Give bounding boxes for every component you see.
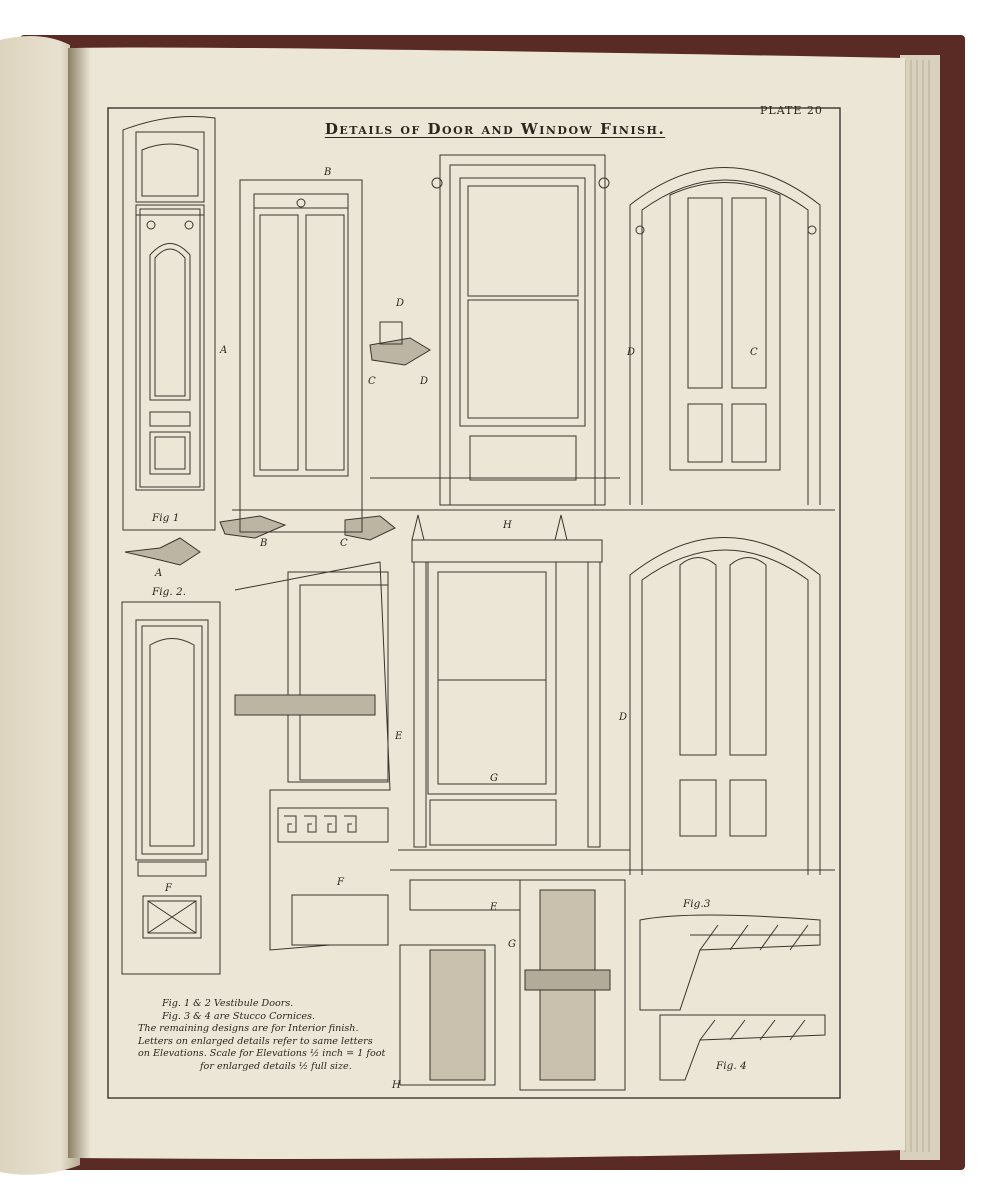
fig2-label: Fig. 2. [152, 586, 187, 598]
door-elevation-top-center [239, 154, 620, 533]
note-line: Letters on enlarged details refer to sam… [138, 1035, 373, 1047]
letter-d-arched: D [627, 347, 636, 358]
gutter-shadow [68, 48, 90, 1158]
fig1-label: Fig 1 [152, 512, 180, 524]
plate-title: Details of Door and Window Finish. [324, 120, 666, 138]
fig4-label: Fig. 4 [716, 1060, 747, 1072]
letter-c-door: C [368, 376, 376, 387]
enlarged-cornice-detail [234, 561, 391, 951]
letter-e-window: E [395, 731, 403, 742]
letter-c-section: C [340, 538, 348, 549]
plate-border [107, 107, 841, 1099]
letter-f-detail: F [337, 877, 344, 888]
letter-f-door: F [165, 883, 172, 894]
plate-notes: Fig. 1 & 2 Vestibule Doors. Fig. 3 & 4 a… [138, 998, 388, 1074]
letter-a-door: A [220, 345, 228, 356]
letter-h-window: H [503, 520, 512, 531]
page-edges [900, 55, 940, 1160]
letter-d-section: D [396, 298, 405, 309]
letter-d-arched-2: D [619, 712, 628, 723]
window-elevation [398, 514, 630, 851]
fig3-label: Fig.3 [683, 898, 711, 910]
letter-g-detail: G [508, 939, 516, 950]
note-line: Fig. 1 & 2 Vestibule Doors. [162, 998, 294, 1009]
letter-b-section: B [260, 538, 268, 549]
letter-a-section: A [155, 568, 163, 579]
note-line: on Elevations. Scale for Elevations ½ in… [138, 1048, 386, 1060]
plate-page [70, 47, 905, 1159]
note-line: Fig. 3 & 4 are Stucco Cornices. [162, 1010, 316, 1022]
letter-d-door: D [420, 376, 429, 387]
cornice-fig4 [659, 1014, 826, 1081]
letter-h-detail: H [392, 1080, 401, 1091]
left-page [0, 36, 80, 1175]
note-line: The remaining designs are for Interior f… [138, 1023, 359, 1035]
letter-b-door: B [324, 167, 332, 178]
fig1-vestibule-door [122, 116, 216, 531]
letter-c-arched: C [750, 347, 758, 358]
arched-door-top-right [629, 167, 821, 505]
plate-number: PLATE 20 [760, 104, 823, 117]
letter-e-detail: E [490, 902, 498, 913]
note-line: for enlarged details ½ full size. [200, 1060, 352, 1072]
letter-g-window: G [490, 773, 498, 784]
cornice-fig3 [639, 914, 821, 1011]
profile-sections [124, 321, 431, 566]
bottom-details [399, 879, 626, 1091]
fig2-vestibule-door [121, 601, 221, 975]
arched-door-middle-right [629, 537, 821, 875]
